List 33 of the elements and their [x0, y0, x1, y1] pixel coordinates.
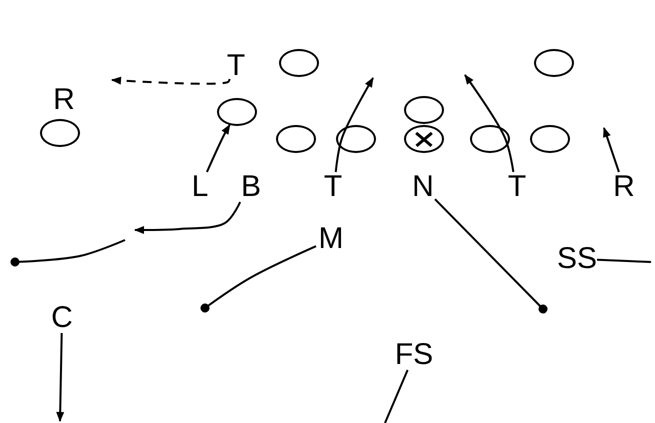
player-letter: B [239, 172, 263, 202]
route-arrow [334, 77, 374, 172]
route-line [384, 370, 409, 423]
route-arrow [206, 124, 230, 172]
player-letter: T [224, 53, 248, 79]
player-letter: T [505, 172, 529, 202]
route-line [200, 245, 316, 312]
player-letter: FS [392, 340, 436, 370]
player-circle [404, 96, 444, 124]
player-letter: M [316, 224, 346, 254]
route-line [434, 198, 548, 314]
player-circle [470, 125, 510, 153]
player-letter: R [52, 87, 76, 113]
player-letter: C [49, 303, 75, 333]
route-arrow [134, 202, 242, 234]
route-line [596, 258, 652, 263]
route-arrow [464, 74, 514, 172]
player-letter: T [321, 172, 345, 202]
player-circle [534, 49, 574, 77]
player-letter: R [612, 172, 636, 202]
player-letter: L [188, 172, 212, 202]
player-circle [276, 125, 316, 153]
route-arrow [56, 332, 64, 422]
player-circle [217, 98, 257, 126]
route-arrow [603, 127, 620, 172]
player-letter: N [411, 172, 435, 202]
player-circle [336, 125, 376, 153]
player-circle [40, 119, 80, 147]
player-circle [530, 125, 570, 153]
center-player-marker [404, 125, 444, 153]
player-circle [279, 49, 319, 77]
route-arrow [111, 76, 230, 85]
player-letter: SS [557, 246, 597, 272]
